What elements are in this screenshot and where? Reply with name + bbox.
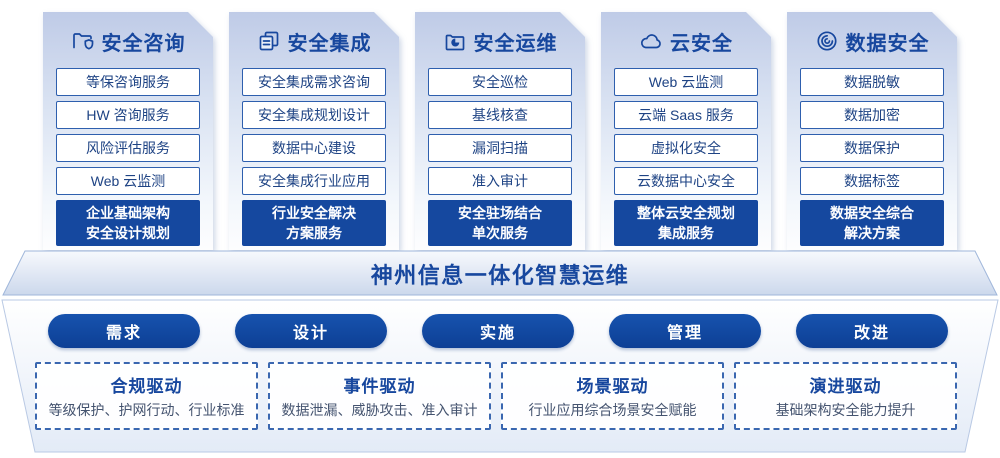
card-header: 安全咨询 (43, 12, 213, 54)
highlight-service: 安全驻场结合 单次服务 (428, 200, 572, 246)
service-item: 数据中心建设 (242, 134, 386, 162)
service-item: Web 云监测 (614, 68, 758, 96)
highlight-service: 企业基础架构 安全设计规划 (56, 200, 200, 246)
service-item: 虚拟化安全 (614, 134, 758, 162)
fingerprint-icon (815, 29, 839, 53)
driver-desc: 行业应用综合场景安全赋能 (528, 402, 697, 418)
service-item: 基线核查 (428, 101, 572, 129)
pill-requirement: 需求 (48, 314, 200, 348)
service-item: 准入审计 (428, 167, 572, 195)
driver-compliance: 合规驱动 等级保护、护网行动、行业标准 (35, 362, 258, 430)
driver-desc: 等级保护、护网行动、行业标准 (48, 402, 245, 418)
driver-incident: 事件驱动 数据泄漏、威胁攻击、准入审计 (268, 362, 491, 430)
card-security-operations: 安全运维 安全巡检 基线核查 漏洞扫描 准入审计 安全驻场结合 单次服务 (415, 12, 585, 250)
service-item: 安全集成行业应用 (242, 167, 386, 195)
card-title: 安全咨询 (101, 32, 186, 55)
service-item: 数据标签 (800, 167, 944, 195)
card-data-security: 数据安全 数据脱敏 数据加密 数据保护 数据标签 数据安全综合 解决方案 (787, 12, 957, 250)
card-title: 数据安全 (845, 32, 930, 55)
cloud-icon (639, 29, 663, 53)
pill-improve: 改进 (796, 314, 948, 348)
card-header: 安全集成 (229, 12, 399, 54)
copy-documents-icon (257, 29, 281, 53)
card-security-integration: 安全集成 安全集成需求咨询 安全集成规划设计 数据中心建设 安全集成行业应用 行… (229, 12, 399, 250)
driver-evolution: 演进驱动 基础架构安全能力提升 (734, 362, 957, 430)
service-item: 云数据中心安全 (614, 167, 758, 195)
card-header: 云安全 (601, 12, 771, 54)
pill-manage: 管理 (609, 314, 761, 348)
highlight-service: 整体云安全规划 集成服务 (614, 200, 758, 246)
card-title: 云安全 (670, 32, 733, 55)
banner-shape (2, 250, 998, 296)
service-item: 数据保护 (800, 134, 944, 162)
driver-title: 事件驱动 (343, 377, 416, 396)
pill-implement: 实施 (422, 314, 574, 348)
banner-trapezoid: 神州信息一体化智慧运维 (0, 250, 1000, 297)
card-header: 安全运维 (415, 12, 585, 54)
service-item: 数据加密 (800, 101, 944, 129)
card-header: 数据安全 (787, 12, 957, 54)
service-item: 云端 Saas 服务 (614, 101, 758, 129)
card-title: 安全集成 (287, 32, 372, 55)
driver-desc: 基础架构安全能力提升 (775, 402, 916, 418)
card-security-consulting: 安全咨询 等保咨询服务 HW 咨询服务 风险评估服务 Web 云监测 企业基础架… (43, 12, 213, 250)
service-item: 安全集成规划设计 (242, 101, 386, 129)
service-item: Web 云监测 (56, 167, 200, 195)
service-item: 等保咨询服务 (56, 68, 200, 96)
service-item: 数据脱敏 (800, 68, 944, 96)
service-item: 漏洞扫描 (428, 134, 572, 162)
card-title: 安全运维 (473, 32, 558, 55)
card-cloud-security: 云安全 Web 云监测 云端 Saas 服务 虚拟化安全 云数据中心安全 整体云… (601, 12, 771, 250)
service-item: 风险评估服务 (56, 134, 200, 162)
service-item: 安全巡检 (428, 68, 572, 96)
highlight-service: 数据安全综合 解决方案 (800, 200, 944, 246)
service-item: HW 咨询服务 (56, 101, 200, 129)
driver-scenario: 场景驱动 行业应用综合场景安全赋能 (501, 362, 724, 430)
highlight-service: 行业安全解决 方案服务 (242, 200, 386, 246)
folder-clock-icon (443, 29, 467, 53)
folder-shield-icon (71, 29, 95, 53)
driver-title: 场景驱动 (576, 377, 649, 396)
banner-title: 神州信息一体化智慧运维 (370, 262, 630, 288)
service-item: 安全集成需求咨询 (242, 68, 386, 96)
driver-title: 演进驱动 (809, 377, 882, 396)
pill-design: 设计 (235, 314, 387, 348)
driver-desc: 数据泄漏、威胁攻击、准入审计 (281, 402, 478, 418)
driver-title: 合规驱动 (110, 377, 183, 396)
